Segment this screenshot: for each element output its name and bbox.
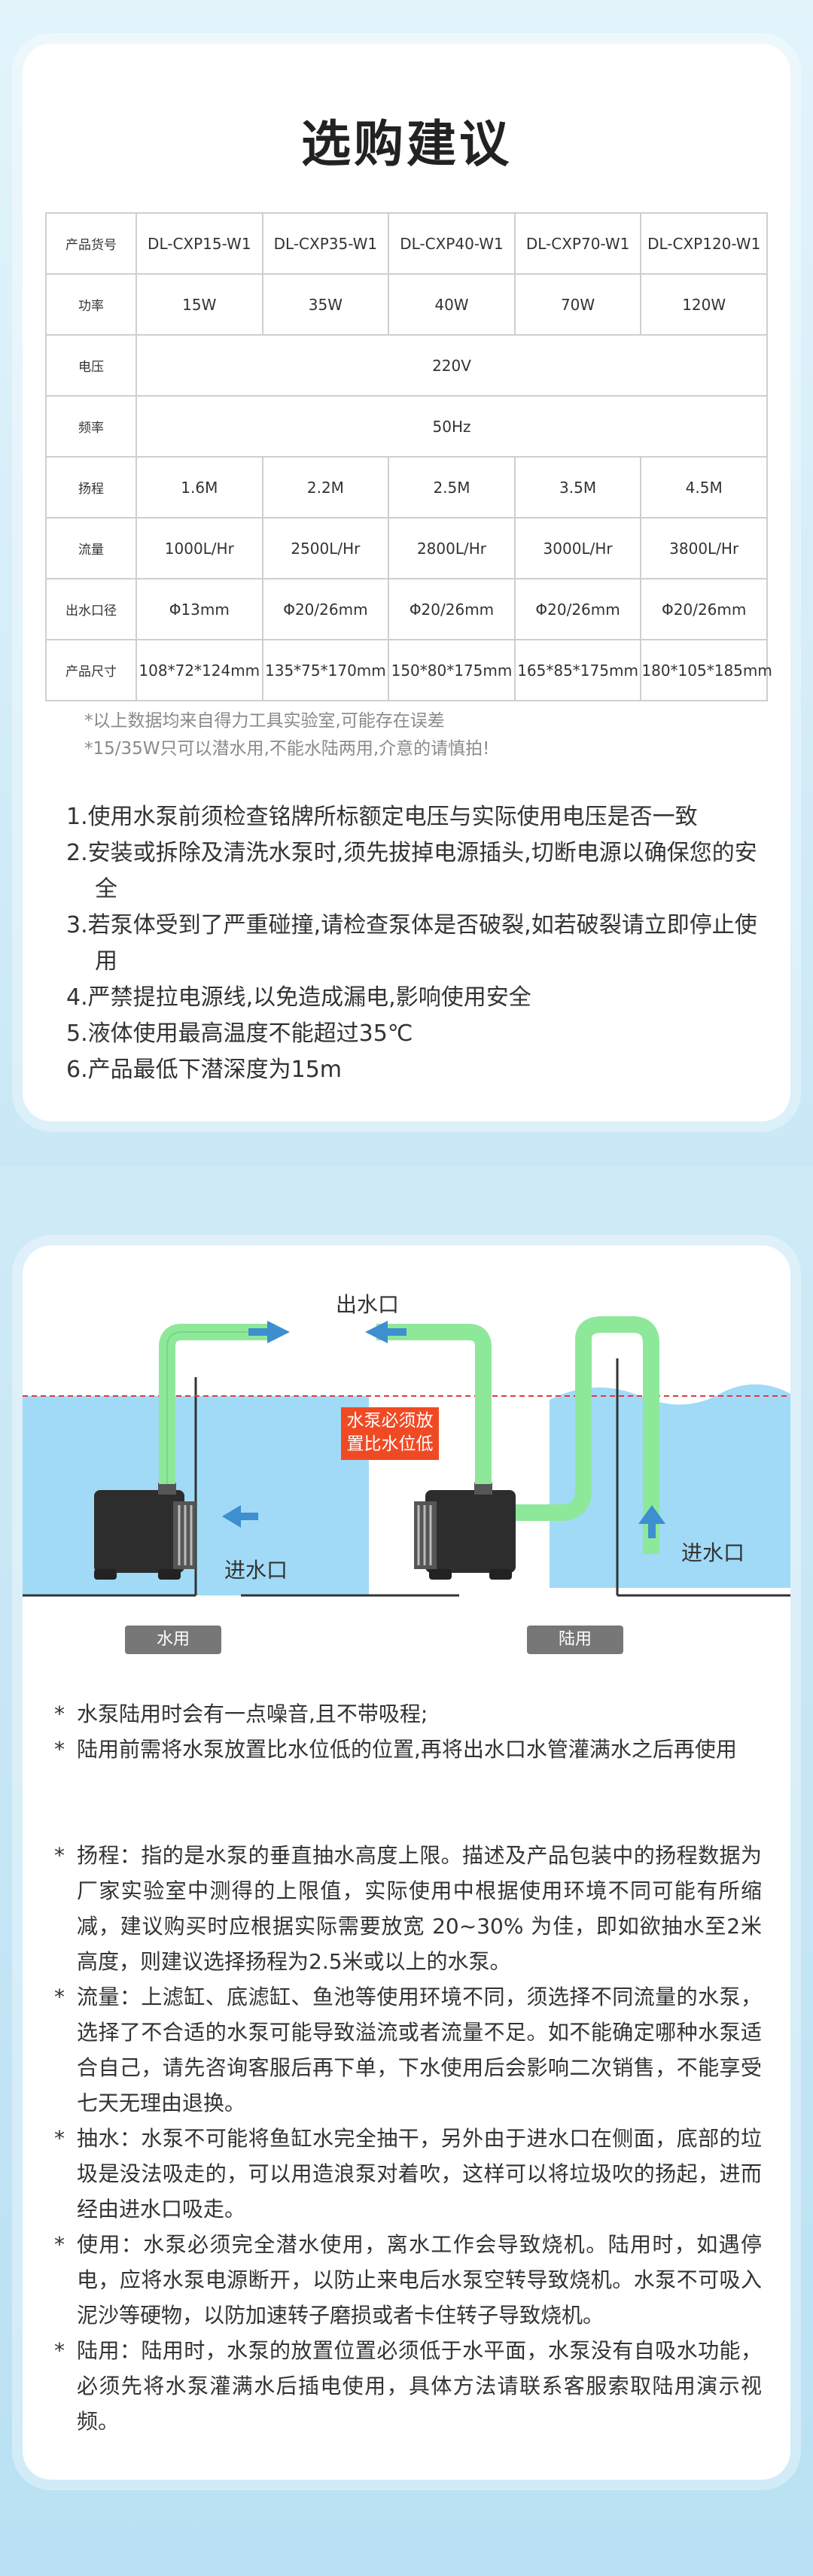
table-cell: Φ13mm — [136, 578, 263, 640]
page-title: 选购建议 — [301, 115, 512, 173]
row-header: 出水口径 — [45, 578, 137, 640]
table-cell: 70W — [513, 273, 642, 336]
table-cell: 2.2M — [261, 456, 390, 519]
rule-item: 1.使用水泵前须检查铭牌所标额定电压与实际使用电压是否一致 — [66, 804, 698, 830]
row-header: 流量 — [45, 517, 137, 579]
arrow-up-icon — [638, 1505, 665, 1524]
table-cell: 2500L/Hr — [261, 517, 390, 579]
note-line: *以上数据均来自得力工具实验室,可能存在误差 — [84, 711, 445, 731]
table-cell: Φ20/26mm — [513, 578, 642, 640]
row-header: 产品货号 — [45, 212, 137, 275]
pipe-inlet — [516, 1316, 659, 1554]
row-header: 产品尺寸 — [45, 639, 137, 701]
table-cell: 2800L/Hr — [388, 517, 516, 579]
explanation-item: *陆用：陆用时，水泵的放置位置必须低于水平面，水泵没有自吸水功能，必须先将水泵灌… — [54, 2338, 762, 2434]
rule-item: 6.产品最低下潜深度为15m — [66, 1057, 343, 1083]
table-cell: 3800L/Hr — [640, 517, 768, 579]
table-cell: 1000L/Hr — [136, 517, 263, 579]
warning-label: 水泵必须放置比水位低 — [346, 1411, 434, 1454]
table-cell: 165*85*175mm — [513, 639, 642, 701]
table-cell: 180*105*185mm — [640, 639, 772, 701]
table-cell: 135*75*170mm — [261, 639, 390, 701]
explanation-item: *流量：上滤缸、底滤缸、鱼池等使用环境不同，须选择不同流量的水泵，选择了不合适的… — [54, 1984, 762, 2115]
table-cell: 2.5M — [388, 456, 516, 519]
row-header: 扬程 — [45, 456, 137, 519]
arrow-left-top-icon — [365, 1321, 388, 1343]
table-cell: 50Hz — [136, 395, 768, 458]
rule-item: 3.若泵体受到了严重碰撞,请检查泵体是否破裂,如若破裂请立即停止使用 — [66, 912, 757, 975]
table-notes: *以上数据均来自得力工具实验室,可能存在误差 *15/35W只可以潜水用,不能水… — [84, 707, 489, 763]
table-cell: 120W — [640, 273, 768, 336]
explanation-item: *扬程：指的是水泵的垂直抽水高度上限。描述及产品包装中的扬程数据为厂家实验室中测… — [54, 1843, 762, 1974]
table-cell: 15W — [136, 273, 263, 336]
usage-note: *陆用前需将水泵放置比水位低的位置,再将出水口水管灌满水之后再使用 — [54, 1737, 737, 1762]
row-header: 电压 — [45, 334, 137, 397]
table-cell: 108*72*124mm — [136, 639, 263, 701]
tag-land-use: 陆用 — [527, 1626, 623, 1654]
table-cell: Φ20/26mm — [261, 578, 390, 640]
water-right — [550, 1384, 790, 1588]
explanation-item: *使用：水泵必须完全潜水使用，离水工作会导致烧机。陆用时，如遇停电，应将水泵电源… — [54, 2232, 762, 2328]
usage-notes: *水泵陆用时会有一点噪音,且不带吸程; *陆用前需将水泵放置比水位低的位置,再将… — [54, 1696, 762, 1767]
tag-water-use: 水用 — [125, 1626, 221, 1654]
inlet-right-label: 进水口 — [681, 1540, 745, 1565]
warning-box — [341, 1407, 439, 1460]
table-cell: 35W — [261, 273, 390, 336]
pipe-middle — [376, 1324, 492, 1484]
arrow-right-icon — [267, 1321, 290, 1343]
note-line: *15/35W只可以潜水用,不能水陆两用,介意的请慎拍! — [84, 739, 490, 759]
table-cell: Φ20/26mm — [640, 578, 768, 640]
table-cell: 220V — [136, 334, 768, 397]
pump-left-icon — [94, 1483, 196, 1580]
table-cell: DL-CXP120-W1 — [640, 212, 768, 275]
rule-item: 5.液体使用最高温度不能超过35℃ — [66, 1020, 413, 1047]
explanations: *扬程：指的是水泵的垂直抽水高度上限。描述及产品包装中的扬程数据为厂家实验室中测… — [54, 1838, 762, 2439]
table-cell: DL-CXP40-W1 — [388, 212, 516, 275]
installation-diagram — [23, 1316, 790, 1597]
rule-item: 4.严禁提拉电源线,以免造成漏电,影响使用安全 — [66, 984, 531, 1011]
pump-right-icon — [414, 1483, 516, 1580]
arrow-left-icon — [222, 1505, 241, 1528]
table-cell: Φ20/26mm — [388, 578, 516, 640]
table-cell: 3000L/Hr — [513, 517, 642, 579]
table-cell: 40W — [388, 273, 516, 336]
usage-note: *水泵陆用时会有一点噪音,且不带吸程; — [54, 1702, 428, 1726]
table-cell: 3.5M — [513, 456, 642, 519]
row-header: 功率 — [45, 273, 137, 336]
table-cell: DL-CXP15-W1 — [136, 212, 263, 275]
row-header: 频率 — [45, 395, 137, 458]
table-cell: DL-CXP35-W1 — [261, 212, 390, 275]
table-cell: DL-CXP70-W1 — [513, 212, 642, 275]
table-cell: 150*80*175mm — [388, 639, 516, 701]
inlet-left-label: 进水口 — [224, 1558, 288, 1583]
explanation-item: *抽水：水泵不可能将鱼缸水完全抽干，另外由于进水口在侧面，底部的垃圾是没法吸走的… — [54, 2126, 762, 2222]
outlet-label: 出水口 — [336, 1292, 400, 1317]
table-cell: 4.5M — [640, 456, 768, 519]
safety-rules: 1.使用水泵前须检查铭牌所标额定电压与实际使用电压是否一致 2.安装或拆除及清洗… — [66, 799, 766, 1088]
table-cell: 1.6M — [136, 456, 263, 519]
rule-item: 2.安装或拆除及清洗水泵时,须先拔掉电源插头,切断电源以确保您的安全 — [66, 840, 757, 902]
